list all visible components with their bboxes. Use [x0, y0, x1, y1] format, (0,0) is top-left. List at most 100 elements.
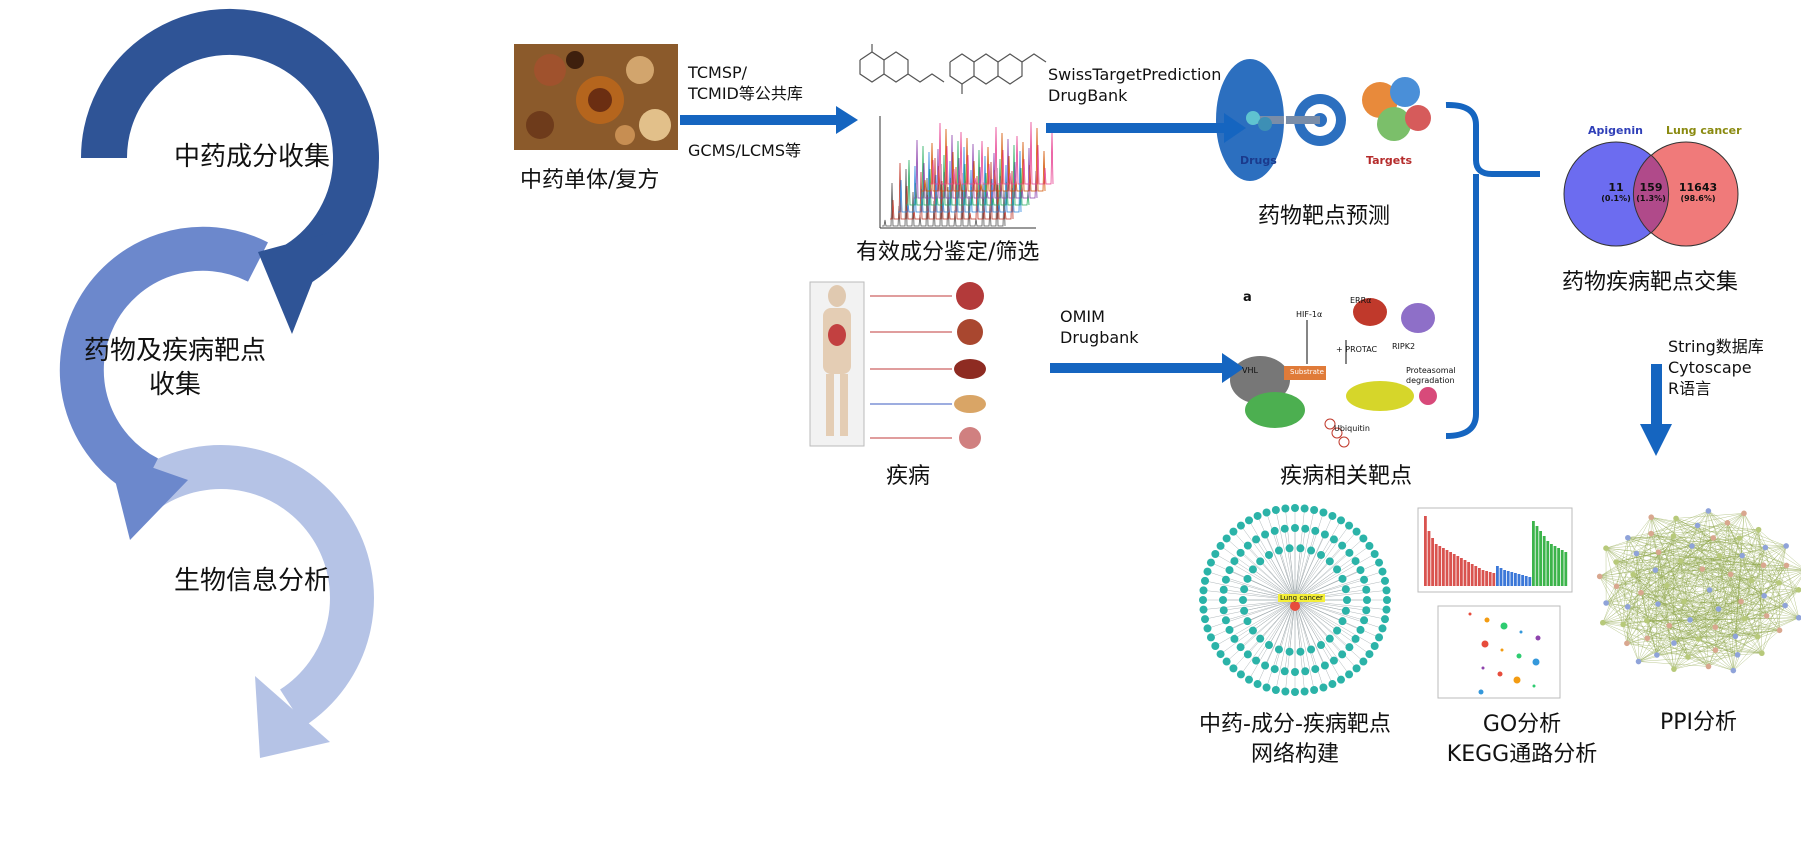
network-node [1362, 606, 1371, 615]
go-line1: GO分析 [1482, 712, 1562, 737]
network-node [1291, 504, 1299, 512]
ppi-edge [1627, 513, 1744, 538]
network-node [1203, 567, 1212, 576]
kegg-dot [1478, 689, 1484, 695]
network-node [1328, 511, 1337, 520]
ppi-edge [1606, 602, 1738, 655]
go-bar [1532, 521, 1535, 586]
go-bar [1535, 526, 1539, 586]
drug-target-image [1214, 57, 1431, 183]
network-node [1351, 634, 1360, 643]
cycle-diagram [59, 8, 379, 758]
ppi-edge [1683, 510, 1709, 602]
network-edge [1294, 599, 1375, 647]
ppi-edge [1730, 574, 1745, 619]
network-edge [1294, 599, 1330, 639]
ppi-edge [1599, 576, 1657, 656]
network-node [1345, 548, 1354, 557]
network-node [1281, 687, 1290, 696]
ppi-edge [1708, 510, 1801, 568]
ppi-node [1603, 600, 1609, 606]
ppi-edge [1715, 649, 1762, 654]
network-node [1319, 508, 1328, 517]
ppi-node [1648, 514, 1655, 521]
go-bar [1460, 558, 1463, 586]
network-edge [1274, 599, 1296, 670]
network-node [1338, 541, 1347, 550]
go-bar [1445, 550, 1449, 586]
ppi-edge [1605, 548, 1734, 671]
ppi-edge [1727, 522, 1780, 631]
ppi-edge [1623, 605, 1786, 625]
panel-a-label: a [1243, 290, 1252, 305]
network-node [1338, 650, 1347, 659]
network-center-label: Lung cancer [1278, 594, 1325, 602]
ppi-edge [1638, 617, 1799, 662]
go-bar [1550, 544, 1553, 586]
drug-target-label: 药物靶点预测 [1258, 204, 1391, 229]
network-node [1337, 516, 1345, 525]
ppi-node [1671, 666, 1677, 672]
network-node [1203, 624, 1212, 633]
ppi-node [1754, 634, 1761, 640]
ppi-edge [1616, 586, 1675, 644]
network-node [1216, 650, 1225, 659]
kegg-dot [1532, 684, 1536, 688]
network-edge [1294, 599, 1338, 631]
network-node [1221, 575, 1230, 584]
network-node [1365, 650, 1374, 659]
network-edge [1247, 545, 1296, 601]
ppi-edge [1719, 538, 1740, 556]
network-node [1375, 633, 1384, 642]
network-node [1281, 504, 1290, 513]
arrow-disease-to-target [1050, 363, 1222, 373]
network-node [1307, 645, 1316, 654]
ppi-edge [1606, 602, 1689, 658]
network-node [1320, 661, 1329, 670]
herb-label: 中药单体/复方 [520, 168, 660, 193]
ppi-edge [1697, 525, 1759, 530]
merge-bracket [1445, 101, 1540, 439]
ppi-node [1600, 619, 1606, 626]
ppi-edge [1599, 545, 1787, 577]
ppi-edge [1709, 589, 1734, 671]
ppi-edge [1647, 638, 1675, 670]
ppi-node [1685, 654, 1691, 660]
ppi-edge [1605, 548, 1716, 628]
proteasomal-text: Proteasomal degradation [1406, 366, 1456, 386]
ppi-edge [1627, 537, 1719, 610]
network-node [1375, 558, 1384, 567]
network-edge [1294, 545, 1343, 601]
network-edge [1294, 509, 1315, 601]
network-node [1285, 544, 1294, 553]
network-node [1248, 626, 1257, 635]
ppi-edge [1606, 552, 1659, 604]
ppi-edge [1638, 601, 1742, 662]
network-edge [1294, 599, 1350, 675]
network-node [1360, 616, 1369, 625]
network-node [1360, 575, 1369, 584]
ppi-edge [1658, 552, 1675, 670]
ppi-edge [1636, 553, 1647, 621]
network-edge [1294, 534, 1326, 601]
network-node [1320, 530, 1329, 539]
ppi-edge [1627, 537, 1637, 554]
network-edge [1294, 599, 1335, 661]
network-node [1380, 615, 1389, 624]
ppi-edge [1786, 565, 1801, 570]
network-edge [1294, 599, 1350, 648]
ppi-edge [1709, 565, 1764, 591]
kegg-dot [1535, 635, 1541, 641]
ppi-edge [1651, 517, 1675, 670]
network-edge [1240, 525, 1296, 601]
network-node [1378, 567, 1387, 576]
ppi-node [1783, 543, 1789, 549]
ppi-edge [1605, 548, 1617, 563]
network-edge [1240, 552, 1296, 601]
ppi-edge [1778, 582, 1780, 631]
network-edge [1268, 554, 1296, 601]
ppi-edge [1708, 636, 1758, 667]
network-node [1359, 534, 1368, 543]
go-bar [1434, 544, 1438, 586]
ppi-node [1795, 587, 1801, 593]
